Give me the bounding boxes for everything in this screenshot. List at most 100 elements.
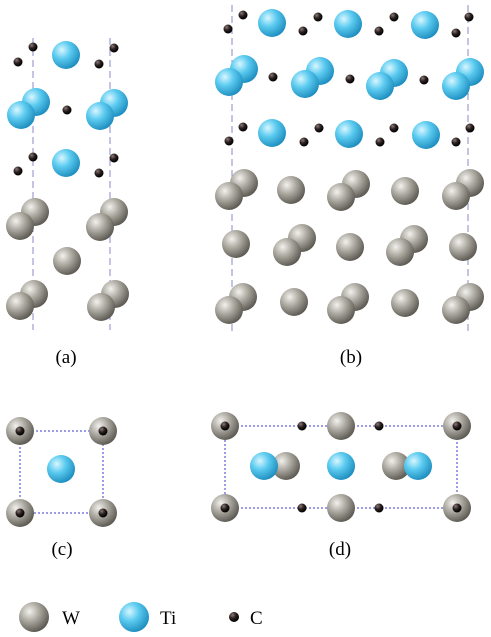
panel-c: (c) xyxy=(6,417,117,560)
atoms-d xyxy=(211,412,471,522)
c-atom xyxy=(374,26,384,36)
c-atom xyxy=(419,75,429,85)
c-atom xyxy=(220,503,230,513)
ti-atom xyxy=(327,452,355,480)
c-atom xyxy=(313,12,323,22)
c-atom xyxy=(13,166,23,176)
c-atom xyxy=(238,122,248,132)
c-atom xyxy=(220,421,230,431)
c-atom xyxy=(389,123,399,133)
legend-ti-atom-icon xyxy=(119,602,149,632)
c-atom xyxy=(15,508,25,518)
w-atom xyxy=(272,452,300,480)
c-atom xyxy=(345,74,355,84)
ti-atom xyxy=(334,10,362,38)
c-atom xyxy=(374,503,384,513)
w-atom xyxy=(386,238,414,266)
w-atom xyxy=(277,176,305,204)
w-atom xyxy=(449,233,477,261)
c-atom xyxy=(94,168,104,178)
legend-w-atom-icon xyxy=(19,602,49,632)
w-atom xyxy=(382,452,410,480)
unit-cell-c xyxy=(19,430,104,514)
w-atom xyxy=(87,293,115,321)
c-atom xyxy=(314,123,324,133)
w-atom xyxy=(327,412,355,440)
atoms-b xyxy=(215,9,484,324)
ti-atom xyxy=(335,120,363,148)
ti-atom xyxy=(52,149,80,177)
c-atom xyxy=(223,24,233,34)
panel-label-a: (a) xyxy=(55,347,76,368)
c-atom xyxy=(451,137,461,147)
legend-c-atom-icon xyxy=(229,612,239,622)
w-atom xyxy=(280,288,308,316)
w-atom xyxy=(86,213,114,241)
ti-atom xyxy=(291,70,319,98)
atoms-c xyxy=(6,417,117,527)
ti-atom xyxy=(215,68,243,96)
w-atom xyxy=(391,177,419,205)
ti-atom xyxy=(7,101,35,129)
legend-w-label: W xyxy=(62,608,80,629)
w-atom xyxy=(222,230,250,258)
w-atom xyxy=(391,289,419,317)
c-atom xyxy=(452,421,462,431)
ti-atom xyxy=(52,41,80,69)
w-atom xyxy=(273,238,301,266)
c-atom xyxy=(298,26,308,36)
c-atom xyxy=(374,421,384,431)
c-atom xyxy=(299,137,309,147)
w-atom xyxy=(215,296,243,324)
ti-atom xyxy=(258,9,286,37)
legend: W Ti C xyxy=(19,602,263,632)
w-atom xyxy=(6,292,34,320)
c-atom xyxy=(109,43,119,53)
c-atom xyxy=(268,72,278,82)
w-atom xyxy=(215,182,243,210)
w-atom xyxy=(442,182,470,210)
legend-c-label: C xyxy=(250,608,263,629)
c-atom xyxy=(62,105,72,115)
c-atom xyxy=(297,421,307,431)
c-atom xyxy=(13,57,23,67)
w-atom xyxy=(327,296,355,324)
atoms-a xyxy=(6,41,129,321)
c-atom xyxy=(224,136,234,146)
panel-label-d: (d) xyxy=(329,539,351,560)
ti-atom xyxy=(411,11,439,39)
c-atom xyxy=(465,123,475,133)
ti-atom xyxy=(258,119,286,147)
c-atom xyxy=(109,153,119,163)
ti-atom xyxy=(250,452,278,480)
c-atom xyxy=(98,508,108,518)
panel-a: (a) xyxy=(6,38,129,368)
legend-ti-label: Ti xyxy=(160,608,176,629)
c-atom xyxy=(28,152,38,162)
ti-atom xyxy=(47,455,75,483)
ti-atom xyxy=(412,121,440,149)
panel-label-c: (c) xyxy=(51,539,72,560)
ti-atom xyxy=(404,452,432,480)
ti-atom xyxy=(366,72,394,100)
c-atom xyxy=(375,137,385,147)
guide-lines-b xyxy=(231,5,469,332)
c-atom xyxy=(15,426,25,436)
c-atom xyxy=(238,10,248,20)
panel-label-b: (b) xyxy=(340,347,362,368)
c-atom xyxy=(28,42,38,52)
panel-d: (d) xyxy=(211,412,471,560)
panel-b: (b) xyxy=(215,5,484,368)
w-atom xyxy=(53,247,81,275)
w-atom xyxy=(327,183,355,211)
c-atom xyxy=(452,503,462,513)
c-atom xyxy=(389,12,399,22)
w-atom xyxy=(336,233,364,261)
c-atom xyxy=(451,28,461,38)
w-atom xyxy=(6,212,34,240)
w-atom xyxy=(327,494,355,522)
ti-atom xyxy=(86,102,114,130)
c-atom xyxy=(94,59,104,69)
ti-atom xyxy=(442,72,470,100)
